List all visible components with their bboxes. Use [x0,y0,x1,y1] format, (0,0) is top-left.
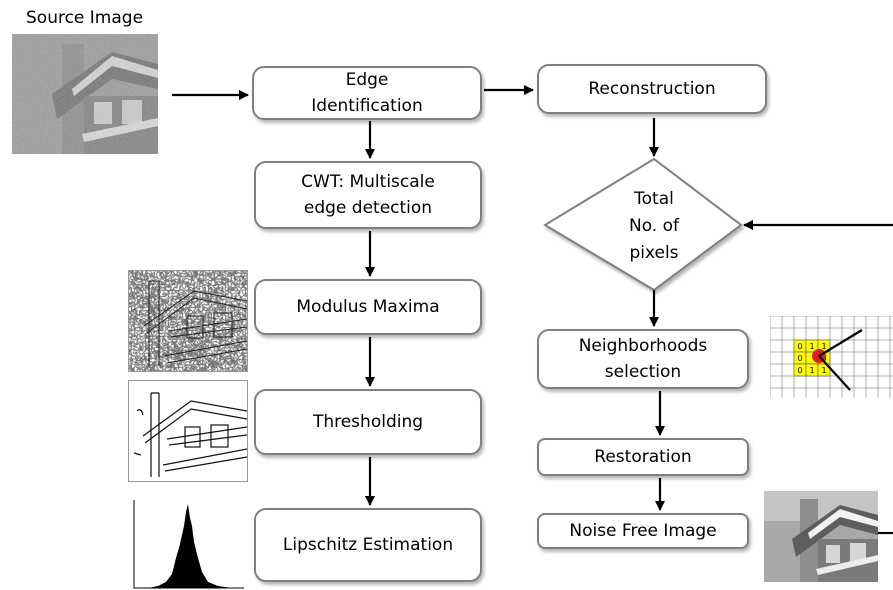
neighborhoods-text: Neighborhoods selection [578,336,708,382]
thresholding-box: Thresholding [254,389,482,455]
grid-cell-value: 1 [809,366,814,375]
grid-cell-value: 0 [797,354,802,363]
cwt-text: CWT: Multiscale edge detection [301,172,435,218]
modulus-maxima-text: Modulus Maxima [296,297,440,317]
modulus-maxima-box: Modulus Maxima [254,279,482,335]
cwt-box: CWT: Multiscale edge detection [254,161,482,229]
noise-free-image-text: Noise Free Image [569,521,717,541]
grid-cell-value: 1 [809,342,814,351]
grid-cell-value: 1 [821,366,826,375]
lipschitz-box: Lipschitz Estimation [254,508,482,582]
thresholding-image [128,380,248,482]
reconstruction-box: Reconstruction [537,64,767,114]
lipschitz-text: Lipschitz Estimation [282,535,454,555]
edge-identification-text: Edge Identification [311,70,423,116]
grid-cell-value: 1 [821,342,826,351]
source-image-label: Source Image [26,8,144,28]
edge-identification-box: Edge Identification [252,66,482,120]
noise-free-image-box: Noise Free Image [537,513,749,549]
modulus-maxima-image [128,270,248,372]
neighborhood-grid-image: 01100011 [770,316,893,398]
noise-free-house-image [764,491,878,582]
total-pixels-text: Total No. of pixels [628,189,679,263]
grid-cell-value: 0 [797,366,802,375]
grid-cell-value: 0 [797,342,802,351]
neighborhoods-box: Neighborhoods selection [537,329,749,389]
reconstruction-text: Reconstruction [588,79,716,99]
grid-cell [817,363,831,377]
restoration-text: Restoration [594,447,692,467]
restoration-box: Restoration [537,438,749,476]
thresholding-text: Thresholding [312,412,424,432]
source-house-image [12,34,158,154]
lipschitz-histogram-image [128,496,246,590]
